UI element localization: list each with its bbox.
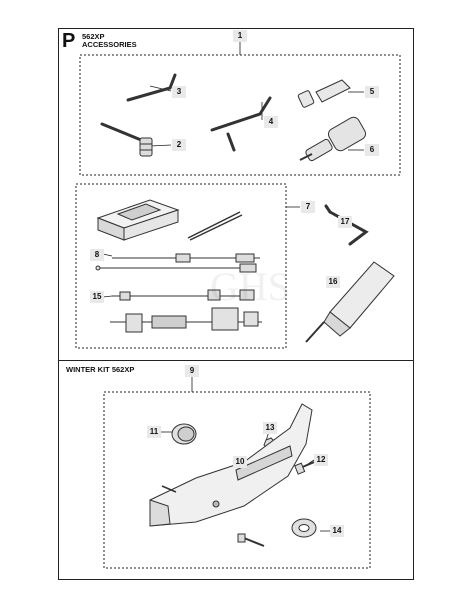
case-box-icon <box>96 199 180 241</box>
callout-12: 12 <box>314 454 328 466</box>
group-box-kit <box>75 183 287 349</box>
callout-2: 2 <box>172 139 186 151</box>
allen-key-4-icon <box>210 96 272 152</box>
screw-bottom-icon <box>237 533 265 547</box>
tweezers-icon <box>187 211 243 241</box>
cover-plate-10-icon <box>149 403 313 527</box>
callout-5: 5 <box>365 86 379 98</box>
scrench-2-icon <box>100 122 153 157</box>
callout-16: 16 <box>326 276 340 288</box>
callout-8: 8 <box>90 249 104 261</box>
callout-9: 9 <box>185 365 199 377</box>
callout-15: 15 <box>90 291 104 303</box>
callout-11: 11 <box>147 426 161 438</box>
winter-kit-title: WINTER KIT 562XP <box>66 365 135 374</box>
cover-plug-11-icon <box>171 423 197 445</box>
model-label: 562XP <box>82 32 105 41</box>
screw-small-icon <box>161 485 177 493</box>
callout-7: 7 <box>301 201 315 213</box>
section-letter: P <box>62 30 76 52</box>
callout-1: 1 <box>233 30 247 42</box>
callout-10: 10 <box>233 456 247 468</box>
group-box-winter <box>103 391 371 569</box>
section-divider <box>58 360 414 361</box>
allen-key-3-icon <box>126 73 177 102</box>
callout-3: 3 <box>172 86 186 98</box>
diagram-frame <box>58 28 414 580</box>
watermark-text: GHS <box>210 264 290 309</box>
section-title: ACCESSORIES <box>82 40 137 49</box>
grease-tube-5-icon <box>297 79 351 108</box>
cable-15-icon <box>112 289 255 301</box>
group-box-tools <box>79 54 401 176</box>
callout-4: 4 <box>264 116 278 128</box>
harness-connector-icon <box>110 307 262 333</box>
washer-14-icon <box>291 518 317 538</box>
cable-8-icon <box>95 253 260 273</box>
callout-6: 6 <box>365 144 379 156</box>
adhesive-tube-16-icon <box>305 261 395 343</box>
spark-plug-6-icon <box>299 116 367 162</box>
callout-17: 17 <box>338 216 352 228</box>
callout-13: 13 <box>263 422 277 434</box>
callout-14: 14 <box>330 525 344 537</box>
